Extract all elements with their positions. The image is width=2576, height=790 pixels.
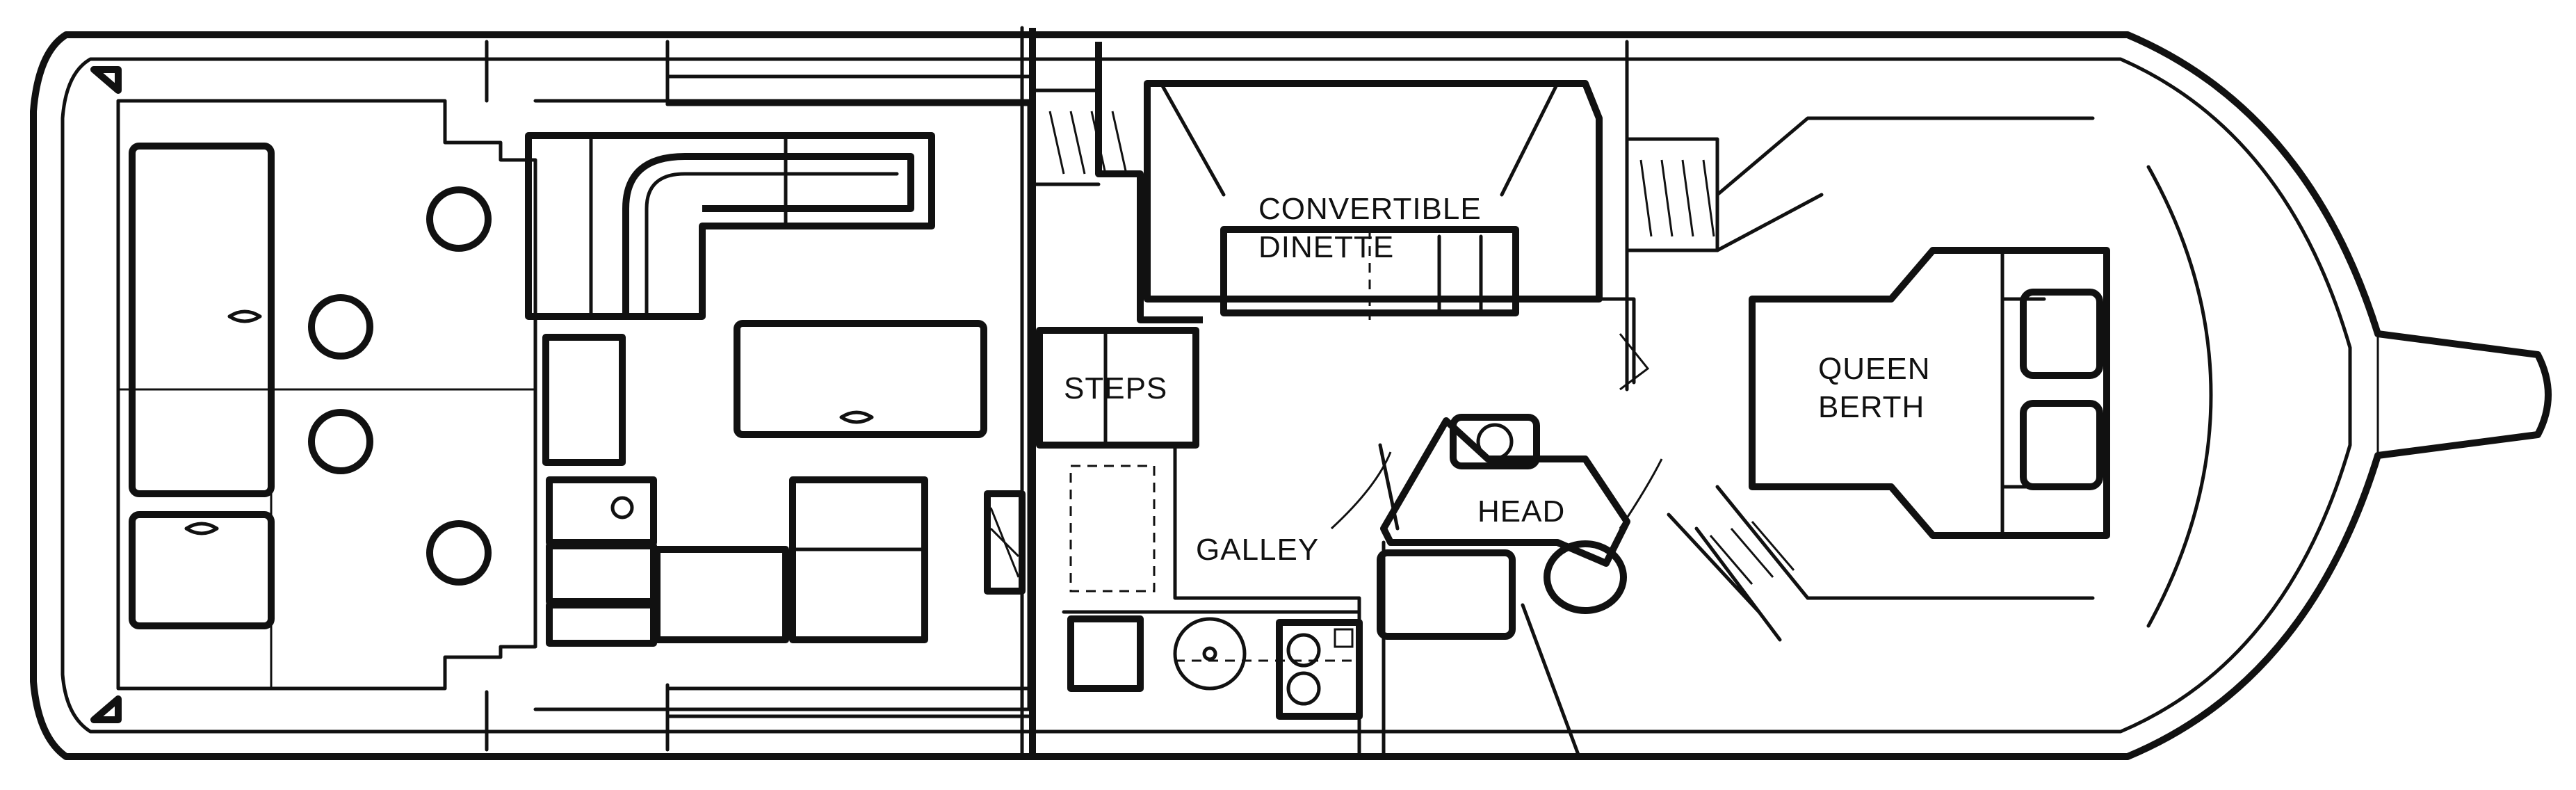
wet-bar-sink [546, 476, 657, 546]
deck-hatch-1 [426, 186, 492, 252]
label-dinette: DINETTE [1258, 230, 1394, 264]
cockpit-hatch [129, 143, 275, 497]
deck-hatch-2 [308, 294, 373, 360]
galley-sink [1173, 617, 1247, 691]
pillow-icon [2020, 289, 2103, 379]
hatch-handle-icon [227, 309, 262, 323]
salon-aft-settee [789, 476, 928, 643]
label-berth: BERTH [1818, 390, 1925, 424]
cleat-icon [90, 66, 122, 94]
head-sink [1476, 423, 1514, 460]
salon [525, 74, 1031, 718]
cockpit-locker [129, 511, 275, 629]
head-vanity [1380, 417, 1630, 567]
salon-settee [525, 132, 935, 320]
galley [1062, 443, 1363, 757]
label-head: HEAD [1477, 494, 1565, 529]
label-steps: STEPS [1064, 371, 1167, 405]
head [1330, 414, 1663, 757]
label-convertible: CONVERTIBLE [1258, 192, 1482, 226]
deck-hatch-3 [308, 409, 373, 474]
galley-counter-sink [1067, 615, 1144, 692]
queen-berth [1749, 247, 2110, 539]
salon-cabinet [542, 334, 626, 466]
galley-stove [1276, 619, 1363, 720]
cleat-icon [90, 695, 122, 723]
label-galley: GALLEY [1196, 533, 1319, 567]
locker-handle-icon [184, 522, 219, 535]
label-queen: QUEEN [1818, 352, 1930, 386]
table-handle-icon [839, 410, 874, 424]
toilet [1544, 540, 1627, 614]
dinette-area [1034, 42, 1650, 391]
forward-stateroom [1625, 40, 2110, 642]
cockpit [90, 40, 670, 752]
hull-outline [30, 31, 2552, 760]
dinette-seating [1144, 80, 1603, 303]
salon-table [734, 320, 987, 438]
pillow-icon [2020, 400, 2103, 490]
dinette-table [1220, 226, 1519, 316]
deck-hatch-4 [426, 520, 492, 586]
shower [1377, 549, 1516, 640]
